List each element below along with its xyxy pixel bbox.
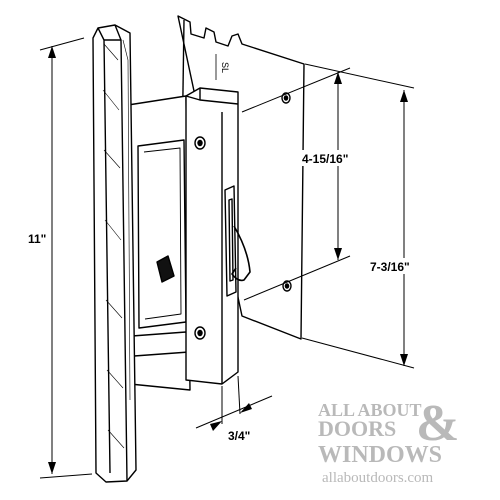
dim-label-depth: 3/4": [228, 429, 250, 443]
watermark-url: allaboutdoors.com: [322, 470, 434, 486]
finger-pocket: [137, 139, 187, 329]
watermark-line3: WINDOWS: [318, 442, 442, 468]
dim-label-plate-height: 7-3/16": [370, 260, 410, 274]
dim-label-hole-spacing: 4-15/16": [302, 152, 348, 166]
handle-housing: [127, 95, 191, 391]
thumb-latch: [156, 255, 175, 283]
dim-label-overall-height: 11": [28, 232, 46, 246]
lock-escutcheon: [185, 87, 251, 385]
watermark-line2: DOORS: [318, 416, 396, 441]
handle-grip: [92, 24, 137, 483]
watermark-line1: ALL ABOUT: [318, 400, 422, 420]
plate-marking: SL: [220, 62, 230, 73]
dim-line-depth: [195, 395, 273, 429]
hook-latch: [231, 225, 251, 282]
watermark-logo: ALL ABOUT & DOORS WINDOWS allaboutdoors.…: [318, 395, 459, 486]
watermark-ampersand: &: [416, 395, 459, 452]
